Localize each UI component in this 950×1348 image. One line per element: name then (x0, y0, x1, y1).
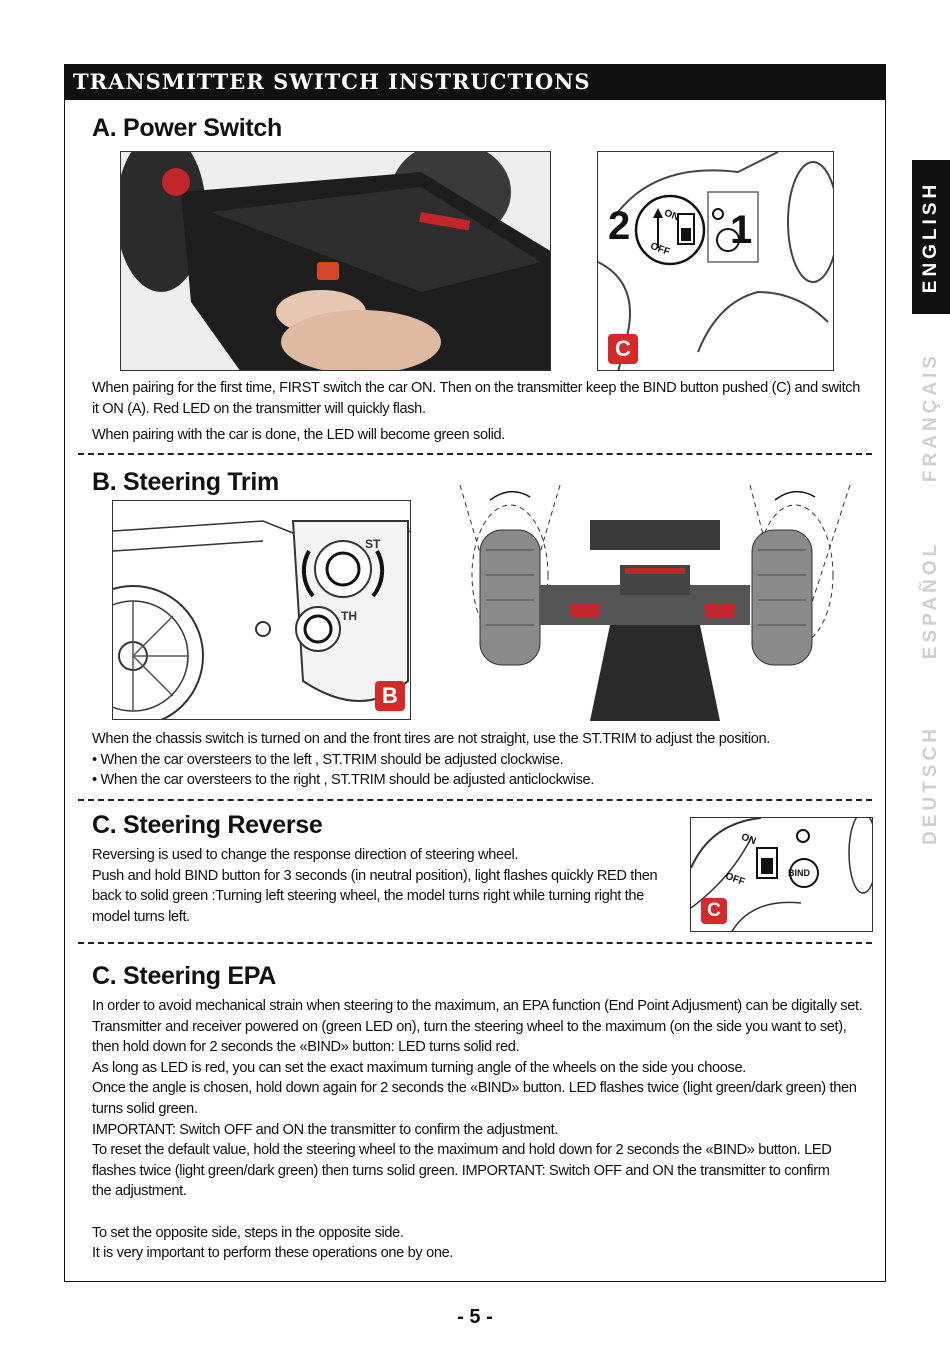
tab-english[interactable]: ENGLISH (912, 160, 950, 314)
text-line: When pairing with the car is done, the L… (92, 427, 505, 444)
tab-label: ESPAÑOL (920, 540, 941, 660)
divider (78, 453, 872, 455)
text-line: it ON (A). Red LED on the transmitter wi… (92, 400, 426, 417)
section-b-text: When the chassis switch is turned on and… (92, 729, 882, 791)
label-num-2: 2 (608, 204, 631, 248)
text-line: the adjustment. (92, 1183, 187, 1200)
text-line (92, 1202, 882, 1223)
text-line: model turns left. (92, 908, 190, 925)
section-c-reverse-title: C. Steering Reverse (92, 811, 323, 839)
tab-deutsch[interactable]: DEUTSCH (912, 705, 950, 865)
tab-label: DEUTSCH (920, 725, 941, 845)
text-line: In order to avoid mechanical strain when… (92, 998, 863, 1014)
label-bind: BIND (788, 868, 810, 878)
page-title: TRANSMITTER SWITCH INSTRUCTIONS (64, 64, 886, 100)
section-c-reverse-text: Reversing is used to change the response… (92, 845, 684, 927)
tab-espanol[interactable]: ESPAÑOL (912, 520, 950, 680)
section-c-epa-title: C. Steering EPA (92, 962, 276, 990)
text-line: Reversing is used to change the response… (92, 847, 519, 863)
tab-label: ENGLISH (920, 180, 942, 294)
text-line: IMPORTANT: Switch OFF and ON the transmi… (92, 1121, 559, 1138)
text-line: It is very important to perform these op… (92, 1245, 454, 1262)
section-a-text: When pairing for the first time, FIRST s… (92, 378, 882, 446)
text-line: When the chassis switch is turned on and… (92, 731, 770, 747)
text-line: Once the angle is chosen, hold down agai… (92, 1080, 857, 1097)
text-line: • When the car oversteers to the left , … (92, 751, 564, 768)
page-number: - 5 - (457, 1306, 493, 1328)
transmitter-power-diagram: 2 1 ON OFF C (597, 151, 834, 371)
front-wheels-diagram (450, 475, 860, 721)
text-line: As long as LED is red, you can set the e… (92, 1059, 746, 1076)
divider (78, 799, 872, 801)
badge-c: C (701, 898, 727, 924)
divider (78, 942, 872, 944)
badge-b: B (375, 681, 405, 711)
text-line: • When the car oversteers to the right ,… (92, 772, 595, 789)
label-st: ST (365, 537, 381, 551)
text-line: Transmitter and receiver powered on (gre… (92, 1018, 847, 1035)
tab-francais[interactable]: FRANÇAIS (912, 340, 950, 494)
label-th: TH (341, 609, 357, 623)
badge-c: C (608, 334, 638, 364)
section-b-title: B. Steering Trim (92, 468, 279, 496)
text-line: back to solid green :Turning left steeri… (92, 888, 644, 905)
label-num-1: 1 (730, 208, 753, 252)
text-line: Push and hold BIND button for 3 seconds … (92, 867, 658, 884)
text-line: then hold down for 2 seconds the «BIND» … (92, 1039, 520, 1056)
text-line: When pairing for the first time, FIRST s… (92, 380, 860, 396)
text-line: flashes twice (light green/dark green) t… (92, 1162, 830, 1179)
power-switch-photo (120, 151, 551, 371)
steering-trim-diagram: ST TH B (112, 500, 411, 720)
section-c-epa-text: In order to avoid mechanical strain when… (92, 996, 882, 1264)
text-line: turns solid green. (92, 1100, 198, 1117)
text-line: To set the opposite side, steps in the o… (92, 1224, 404, 1241)
section-a-title: A. Power Switch (92, 114, 282, 142)
tab-label: FRANÇAIS (920, 351, 942, 483)
text-line: To reset the default value, hold the ste… (92, 1142, 832, 1159)
bind-button-diagram: ON OFF BIND C (690, 817, 873, 932)
